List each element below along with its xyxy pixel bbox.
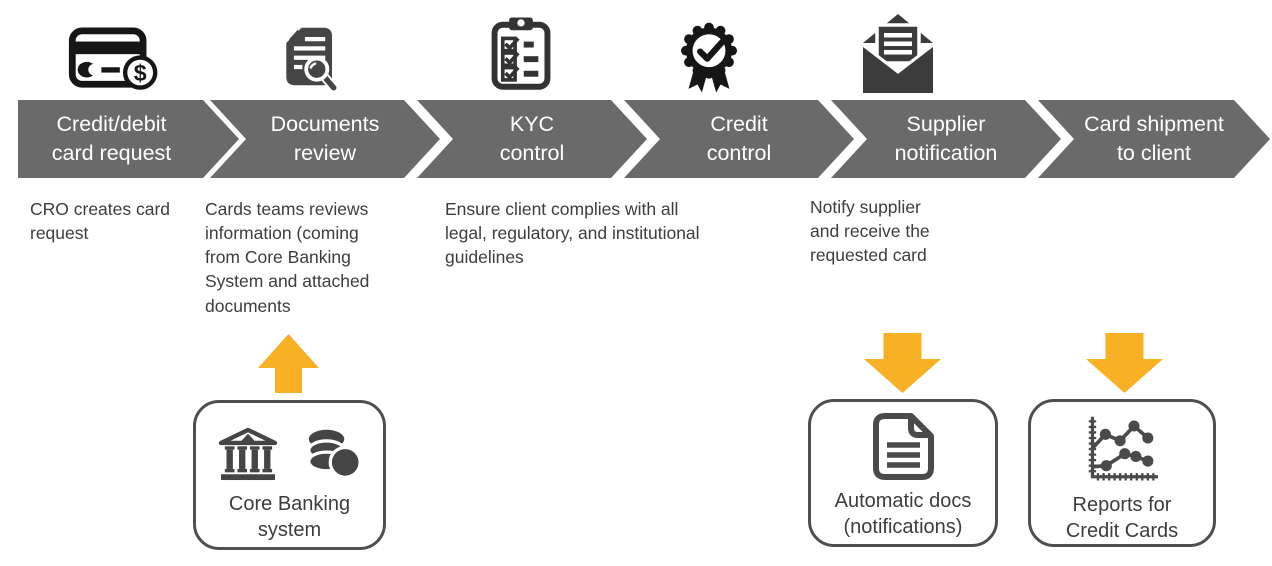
chevron-step-documents-review: Documents review bbox=[210, 100, 440, 178]
bank-icon bbox=[218, 427, 277, 481]
system-label: Reports for Credit Cards bbox=[1065, 494, 1179, 542]
reports-credit-cards-box: Reports for Credit Cards bbox=[1028, 399, 1216, 547]
open-envelope-icon bbox=[862, 14, 934, 93]
step-label: Credit/debit card request bbox=[51, 111, 172, 165]
chevron-step-credit-debit-card-request: Credit/debit card request bbox=[18, 100, 239, 178]
reports-icons bbox=[1080, 414, 1164, 486]
step-description-documents-review: Cards teams reviews information (coming … bbox=[205, 199, 370, 316]
down-arrow-icon bbox=[1086, 333, 1163, 393]
step-label: Documents review bbox=[270, 111, 380, 165]
step-label: KYC control bbox=[499, 111, 565, 165]
line-chart-icon bbox=[1088, 416, 1158, 481]
step-label: Card shipment to client bbox=[1084, 111, 1224, 165]
checklist-clipboard-icon bbox=[491, 17, 551, 90]
system-label: Core Banking system bbox=[228, 493, 351, 541]
step-description-kyc-control: Ensure client complies with all legal, r… bbox=[445, 199, 700, 268]
step-description-supplier-notification: Notify supplier and receive the requeste… bbox=[810, 197, 930, 266]
step-label: Credit control bbox=[706, 111, 772, 165]
coins-icon bbox=[306, 429, 362, 479]
chevron-step-credit-control: Credit control bbox=[624, 100, 854, 178]
step-description-card-request: CRO creates card request bbox=[30, 199, 171, 244]
chevron-step-card-shipment: Card shipment to client bbox=[1038, 100, 1270, 178]
system-label: Automatic docs (notifications) bbox=[834, 490, 972, 538]
step-label: Supplier notification bbox=[894, 111, 998, 165]
core-banking-system-box: Core Banking system bbox=[193, 400, 386, 550]
credit-card-icon: $ bbox=[68, 27, 158, 90]
chevron-step-kyc-control: KYC control bbox=[417, 100, 647, 178]
chevron-step-supplier-notification: Supplier notification bbox=[831, 100, 1061, 178]
up-arrow-icon bbox=[258, 334, 319, 393]
document-icon bbox=[873, 413, 934, 480]
award-ribbon-icon bbox=[681, 22, 737, 93]
automatic-docs-box: Automatic docs (notifications) bbox=[808, 399, 998, 547]
automatic-docs-icons bbox=[870, 412, 936, 482]
down-arrow-icon bbox=[864, 333, 941, 393]
document-search-icon bbox=[286, 27, 339, 92]
core-banking-icons bbox=[218, 427, 362, 481]
dollar-sign-glyph: $ bbox=[134, 60, 147, 86]
